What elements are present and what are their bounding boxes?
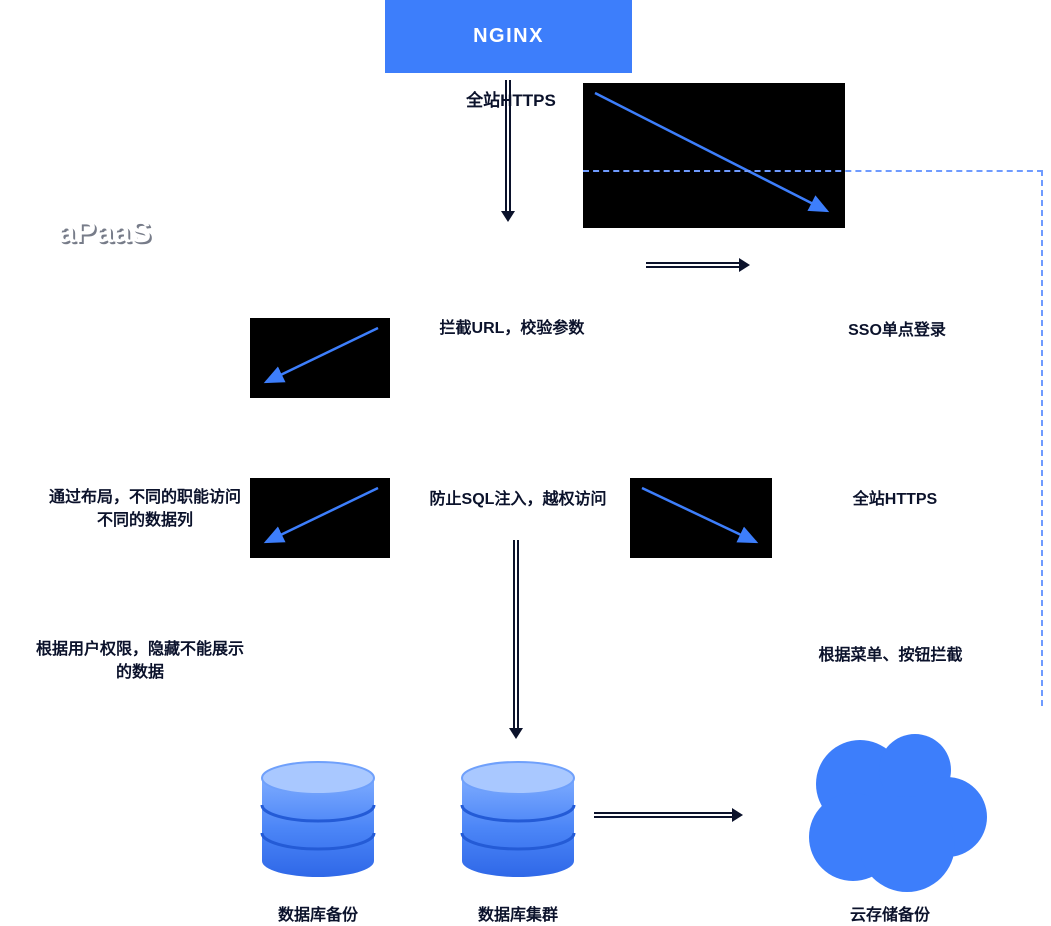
right-arrow-icon	[732, 808, 743, 822]
node-encryption-desc: 全站HTTPS	[852, 491, 938, 508]
label-cloud-backup: 云存储备份	[849, 907, 930, 924]
panel-dashed-border-top	[583, 170, 1043, 172]
connector-db-to-cloud	[594, 812, 732, 818]
connector-nginx-to-access	[505, 80, 511, 211]
node-data-service-desc: 防止SQL注入，越权访问	[429, 491, 607, 508]
nginx-caption: 全站HTTPS	[466, 91, 556, 110]
down-arrow-icon	[509, 728, 523, 739]
apaas-panel-title: aPaaS	[58, 214, 152, 249]
label-db-backup: 数据库备份	[277, 907, 358, 924]
node-access-title: 接入层	[475, 261, 539, 284]
node-login-title: 登录服务	[855, 261, 939, 284]
nginx-label: NGINX	[473, 25, 544, 47]
panel-dashed-border-right	[1041, 170, 1043, 706]
node-permission-desc: 根据用户权限，隐藏不能展示的数据	[35, 641, 244, 682]
database-cluster-cylinder-icon	[458, 758, 578, 887]
database-backup-cylinder-icon	[258, 758, 378, 887]
node-layout-title: 布局	[116, 429, 158, 452]
node-access-desc: 拦截URL，校验参数	[439, 320, 585, 337]
arrow-box-to-login	[583, 83, 845, 228]
node-permission-title: 权限拦截	[98, 581, 182, 604]
arrow-box-to-layout	[250, 318, 390, 398]
label-db-cluster: 数据库集群	[477, 907, 558, 924]
diagonal-arrow-icon	[641, 486, 759, 544]
arrow-box-to-permission	[250, 478, 390, 558]
arrow-box-to-resource	[630, 478, 772, 558]
node-login-desc: SSO单点登录	[848, 322, 946, 339]
node-data-service-title: 数据服务	[466, 429, 550, 452]
node-resource-desc: 根据菜单、按钮拦截	[818, 647, 963, 664]
diagonal-arrow-icon	[263, 326, 379, 384]
connector-dataservice-to-db	[513, 540, 519, 728]
node-layout-desc: 通过布局，不同的职能访问不同的数据列	[48, 489, 241, 530]
down-arrow-icon	[501, 211, 515, 222]
connector-access-to-login	[646, 262, 739, 268]
right-arrow-icon	[739, 258, 750, 272]
nginx-node: NGINX	[385, 0, 632, 73]
node-resource-title: 资源拦截	[848, 581, 932, 604]
node-encryption-title: 核心数据加密服务	[811, 429, 979, 452]
cloud-storage-icon	[795, 722, 991, 905]
diagonal-arrow-icon	[594, 91, 830, 213]
diagonal-arrow-icon	[263, 486, 379, 544]
